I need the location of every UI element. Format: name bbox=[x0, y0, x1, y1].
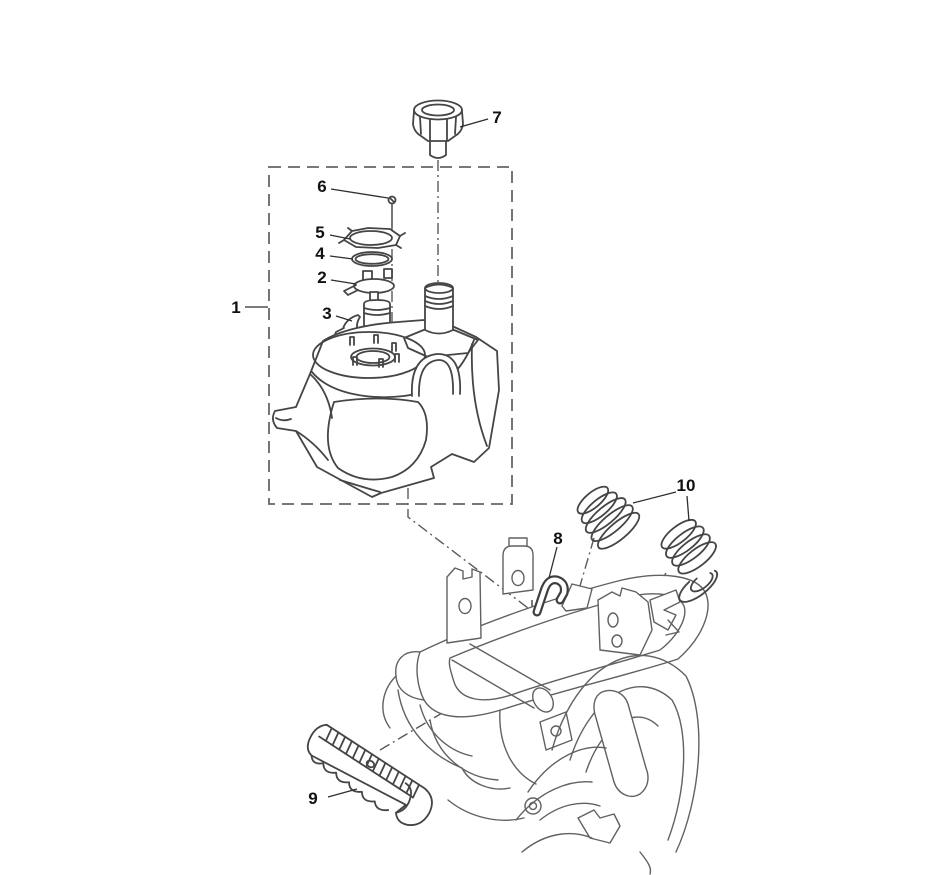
fender-clip bbox=[577, 809, 621, 844]
leader-lines bbox=[245, 118, 690, 798]
frame-cross-tube bbox=[451, 643, 554, 713]
frame-bracket-center bbox=[502, 537, 534, 595]
pump-flange bbox=[353, 278, 395, 294]
frame-fin bbox=[649, 589, 681, 631]
fender-stay bbox=[593, 689, 649, 798]
part-label-5: 5 bbox=[315, 223, 324, 242]
retaining-hook bbox=[532, 575, 569, 617]
fuel-filler-cap bbox=[412, 99, 464, 159]
frame-inner-loop bbox=[448, 593, 686, 701]
damper-open-end bbox=[395, 782, 412, 814]
tank-front-panel bbox=[326, 397, 428, 481]
tank-top-crease bbox=[311, 339, 475, 399]
assembly-boundary-box bbox=[268, 166, 513, 505]
part-label-1: 1 bbox=[231, 298, 240, 317]
tank-studs bbox=[349, 334, 400, 368]
part-label-6: 6 bbox=[317, 177, 326, 196]
cap-stem bbox=[429, 139, 447, 159]
part-label-4: 4 bbox=[315, 244, 325, 263]
coil-spring-right bbox=[660, 518, 719, 603]
tank-left-tab bbox=[275, 417, 292, 422]
part-label-7: 7 bbox=[492, 108, 501, 127]
screw bbox=[387, 195, 397, 205]
part-label-3: 3 bbox=[322, 304, 331, 323]
rear-fender bbox=[515, 654, 700, 875]
damper-scallops bbox=[310, 754, 390, 812]
cap-top bbox=[413, 99, 463, 121]
spring-seat-pad bbox=[561, 583, 593, 612]
part-label-10: 10 bbox=[677, 476, 696, 495]
part-label-9: 9 bbox=[308, 789, 317, 808]
part-labels: 1 2 3 4 5 6 7 8 9 10 bbox=[231, 108, 695, 808]
damper-nub bbox=[365, 759, 376, 769]
coil-spring-left bbox=[576, 485, 641, 550]
rear-frame bbox=[382, 537, 709, 875]
tank-arch-cutout bbox=[411, 353, 461, 397]
frame-lower-plate bbox=[524, 711, 573, 815]
frame-bracket-left bbox=[446, 567, 482, 644]
rubber-damper bbox=[306, 723, 433, 826]
tank-side-crease bbox=[470, 343, 488, 447]
pump-plate-gasket bbox=[338, 227, 406, 249]
part-label-2: 2 bbox=[317, 268, 326, 287]
fuel-tank bbox=[272, 282, 500, 498]
pump-float-arm bbox=[343, 284, 359, 296]
tank-filler-neck bbox=[424, 282, 454, 335]
frame-bracket-right bbox=[597, 587, 681, 656]
o-ring-seal bbox=[351, 251, 393, 267]
part-label-8: 8 bbox=[553, 529, 562, 548]
tank-pump-plateau bbox=[312, 331, 426, 379]
